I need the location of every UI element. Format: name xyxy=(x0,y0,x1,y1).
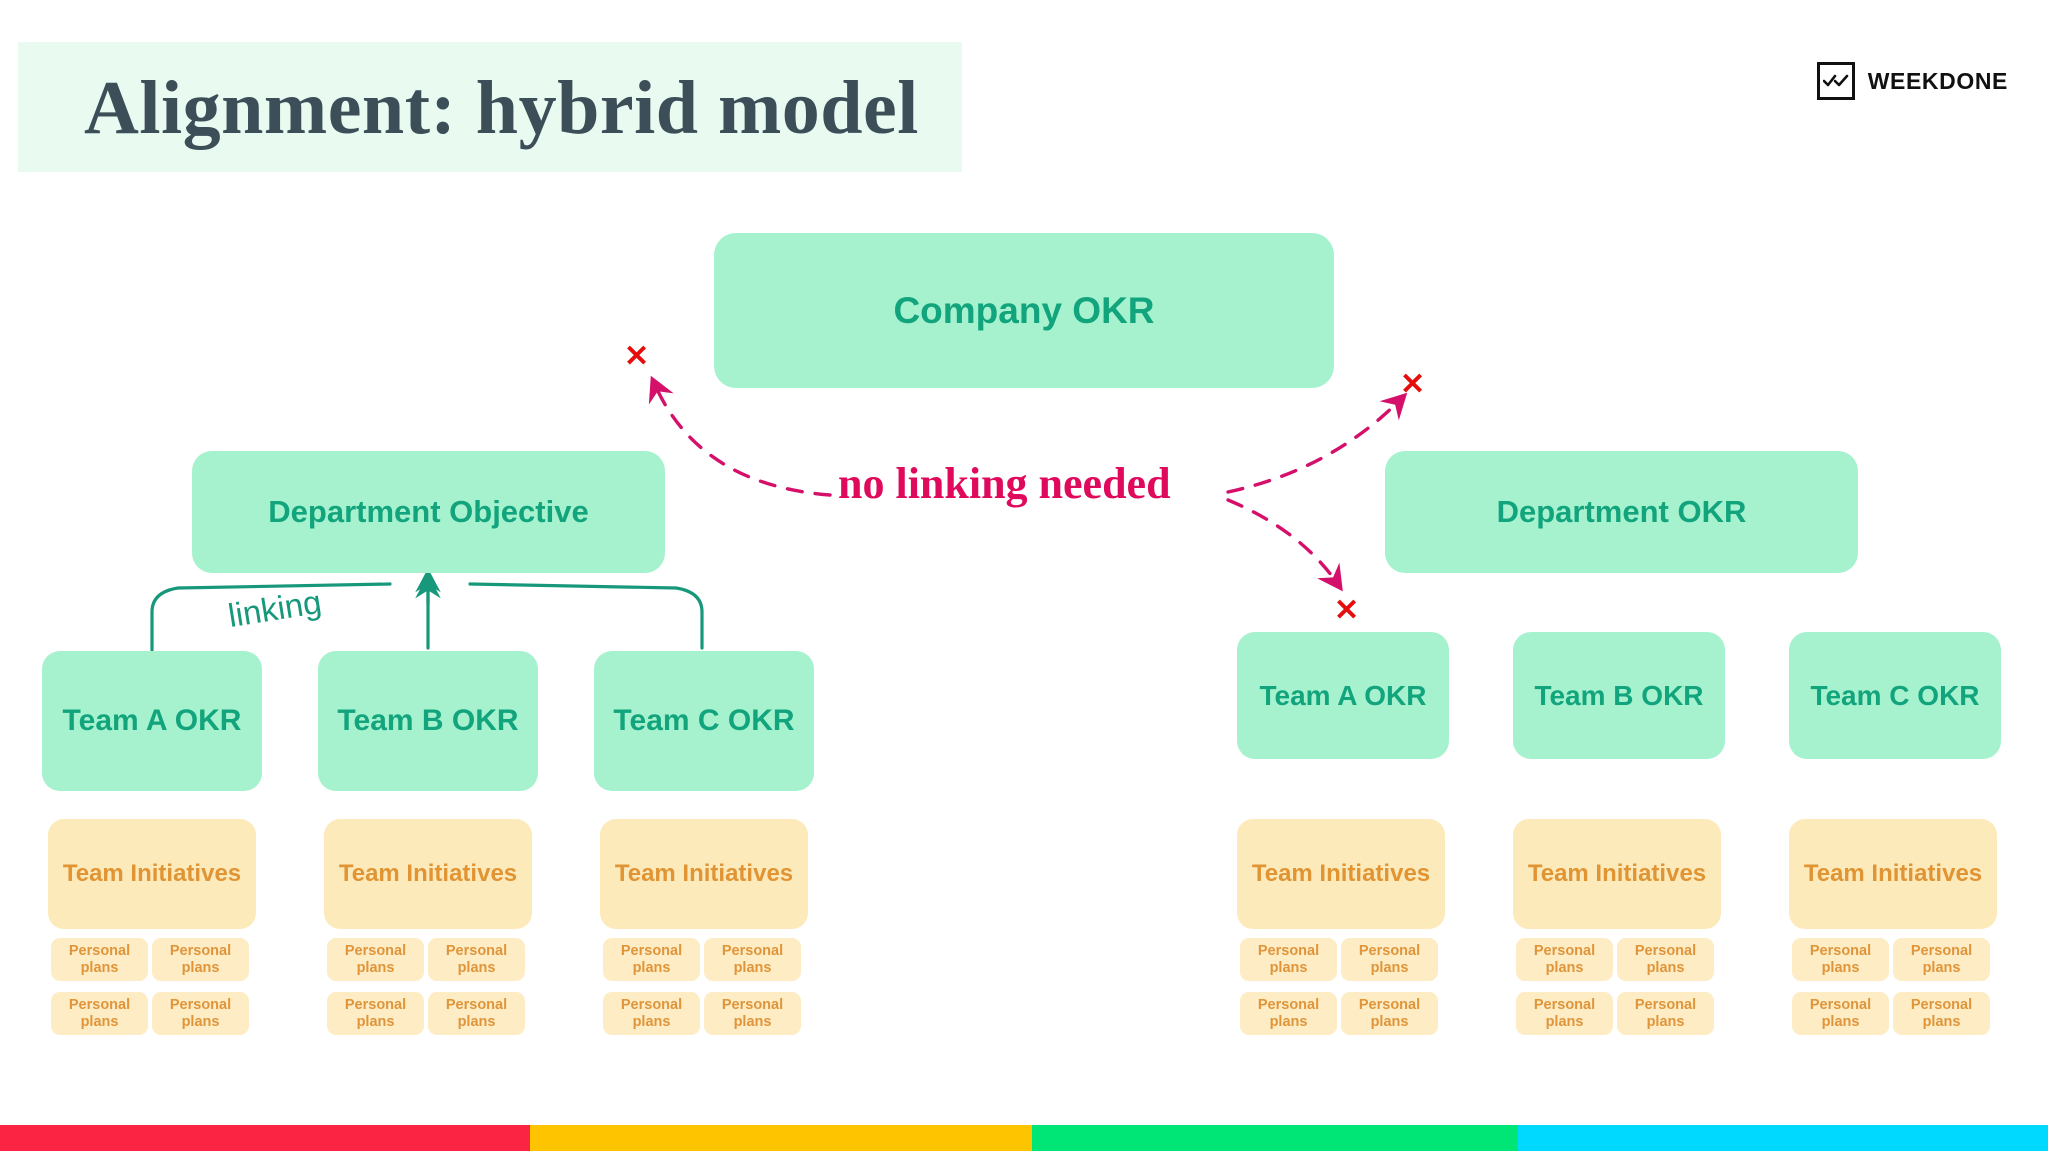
bar-segment-green xyxy=(1032,1125,1518,1151)
bottom-color-bar xyxy=(0,1125,2048,1151)
cross-mark-left: ✕ xyxy=(624,340,650,373)
left-team-c-plan-2[interactable]: Personal plans xyxy=(704,938,801,981)
right-team-a-plan-4[interactable]: Personal plans xyxy=(1341,992,1438,1035)
right-team-a-plan-2[interactable]: Personal plans xyxy=(1341,938,1438,981)
double-check-icon xyxy=(1816,62,1855,100)
right-team-c-initiatives-node[interactable]: Team Initiatives xyxy=(1789,819,1997,929)
right-team-a-initiatives-node[interactable]: Team Initiatives xyxy=(1237,819,1445,929)
right-team-a-okr-node[interactable]: Team A OKR xyxy=(1237,632,1449,759)
initiatives-label: Team Initiatives xyxy=(1527,860,1707,888)
logo-wordmark: WEEKDONE xyxy=(1867,67,2008,94)
left-team-a-initiatives-node[interactable]: Team Initiatives xyxy=(48,819,256,929)
right-team-c-plan-4[interactable]: Personal plans xyxy=(1893,992,1990,1035)
left-team-c-okr-node[interactable]: Team C OKR xyxy=(594,651,814,791)
initiatives-label: Team Initiatives xyxy=(614,860,794,888)
right-team-a-plan-3[interactable]: Personal plans xyxy=(1240,992,1337,1035)
left-team-b-initiatives-node[interactable]: Team Initiatives xyxy=(324,819,532,929)
cross-mark-bottom-right: ✕ xyxy=(1334,594,1360,627)
left-team-b-okr-node[interactable]: Team B OKR xyxy=(318,651,538,791)
left-team-a-plan-4[interactable]: Personal plans xyxy=(152,992,249,1035)
company-okr-node[interactable]: Company OKR xyxy=(714,233,1334,388)
right-team-b-plan-3[interactable]: Personal plans xyxy=(1516,992,1613,1035)
left-team-b-plan-1[interactable]: Personal plans xyxy=(327,938,424,981)
bar-segment-red xyxy=(0,1125,531,1151)
left-team-b-plan-2[interactable]: Personal plans xyxy=(428,938,525,981)
left-team-c-initiatives-node[interactable]: Team Initiatives xyxy=(600,819,808,929)
initiatives-label: Team Initiatives xyxy=(1251,860,1431,888)
right-team-c-plan-3[interactable]: Personal plans xyxy=(1792,992,1889,1035)
initiatives-label: Team Initiatives xyxy=(62,860,242,888)
right-team-b-okr-node[interactable]: Team B OKR xyxy=(1513,632,1725,759)
left-team-c-plan-3[interactable]: Personal plans xyxy=(603,992,700,1035)
right-team-c-plan-1[interactable]: Personal plans xyxy=(1792,938,1889,981)
right-team-c-plan-2[interactable]: Personal plans xyxy=(1893,938,1990,981)
right-team-b-plan-1[interactable]: Personal plans xyxy=(1516,938,1613,981)
left-team-b-plan-4[interactable]: Personal plans xyxy=(428,992,525,1035)
left-team-a-okr-node[interactable]: Team A OKR xyxy=(42,651,262,791)
initiatives-label: Team Initiatives xyxy=(1803,860,1983,888)
right-team-a-plan-1[interactable]: Personal plans xyxy=(1240,938,1337,981)
no-linking-label: no linking needed xyxy=(838,459,1171,508)
left-team-a-plan-1[interactable]: Personal plans xyxy=(51,938,148,981)
linking-label: linking xyxy=(225,582,324,635)
left-team-c-plan-1[interactable]: Personal plans xyxy=(603,938,700,981)
left-team-a-plan-2[interactable]: Personal plans xyxy=(152,938,249,981)
bar-segment-cyan xyxy=(1517,1125,2048,1151)
right-team-b-initiatives-node[interactable]: Team Initiatives xyxy=(1513,819,1721,929)
left-team-c-plan-4[interactable]: Personal plans xyxy=(704,992,801,1035)
title-band xyxy=(18,42,962,172)
department-objective-node[interactable]: Department Objective xyxy=(192,451,665,573)
left-team-a-plan-3[interactable]: Personal plans xyxy=(51,992,148,1035)
weekdone-logo: WEEKDONE xyxy=(1816,62,2008,100)
right-team-b-plan-2[interactable]: Personal plans xyxy=(1617,938,1714,981)
right-team-c-okr-node[interactable]: Team C OKR xyxy=(1789,632,2001,759)
right-team-b-plan-4[interactable]: Personal plans xyxy=(1617,992,1714,1035)
department-okr-node[interactable]: Department OKR xyxy=(1385,451,1858,573)
bar-segment-yellow xyxy=(530,1125,1033,1151)
initiatives-label: Team Initiatives xyxy=(338,860,518,888)
cross-mark-top-right: ✕ xyxy=(1400,368,1426,401)
page-title: Alignment: hybrid model xyxy=(84,66,919,150)
left-team-b-plan-3[interactable]: Personal plans xyxy=(327,992,424,1035)
